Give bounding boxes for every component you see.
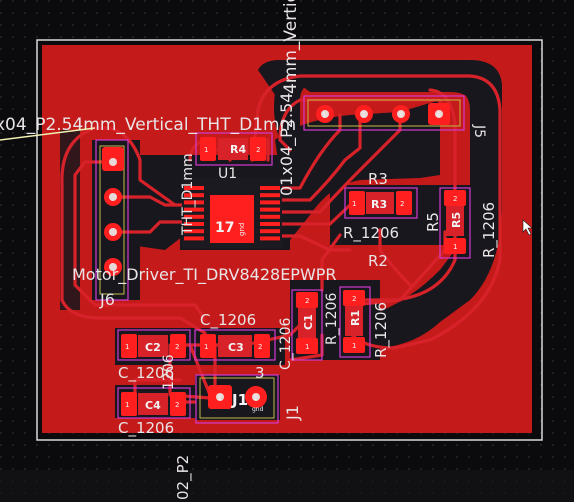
label-r5-value: R_1206 (480, 202, 499, 258)
svg-text:2: 2 (175, 343, 179, 351)
label-c1: C1 (302, 314, 315, 330)
label-r3-pad: R3 (371, 198, 387, 211)
label-c4: C4 (145, 399, 161, 412)
label-c1-value: C_1206 (278, 318, 294, 370)
svg-text:1: 1 (305, 343, 309, 351)
ic-pin[interactable] (184, 222, 204, 226)
label-c3-value-vertical: 1206 (161, 354, 177, 390)
label-c4-value: C_1206 (118, 419, 174, 438)
ic-pin[interactable] (260, 222, 280, 226)
fab-outlines (99, 99, 461, 419)
label-r5-pad: R5 (450, 212, 463, 228)
label-r3-value: R_1206 (343, 224, 399, 243)
label-motor-driver: Motor_Driver_TI_DRV8428EPWPR (72, 265, 337, 285)
ic-pin[interactable] (184, 186, 204, 190)
ic-pin[interactable] (184, 236, 204, 241)
label-conn-top-left: x04_P2.54mm_Vertical_THT_D1mm (0, 115, 296, 135)
connector-j1[interactable] (208, 385, 267, 409)
label-ic-pad: 17 (215, 220, 234, 236)
svg-text:1: 1 (204, 343, 208, 351)
label-ic-value: THT_D1mm (180, 153, 196, 236)
label-c2-value: C_1206 (118, 364, 174, 383)
label-j6: J6 (99, 290, 115, 309)
svg-text:3: 3 (398, 111, 402, 119)
label-conn-top-mid: 4mm_Vertical (281, 0, 301, 94)
label-r5: R5 (424, 212, 442, 232)
label-conn-side: 01x04_P2.54 (277, 93, 297, 196)
svg-text:1: 1 (352, 200, 356, 208)
label-j1-pad-net: gnd (252, 406, 264, 413)
ic-pin[interactable] (260, 229, 280, 234)
label-c3-value: C_1206 (200, 311, 256, 330)
label-j5: J5 (471, 124, 487, 138)
svg-text:1: 1 (217, 394, 221, 402)
connector-j5[interactable] (316, 103, 450, 125)
mouse-cursor-icon (522, 219, 533, 236)
bottom-shadow (0, 470, 574, 502)
label-ic-ref: U1 (218, 166, 237, 182)
label-c2: C2 (145, 341, 161, 354)
courtyard-outlines (95, 95, 471, 424)
svg-text:1: 1 (453, 243, 457, 251)
svg-text:2: 2 (453, 195, 457, 203)
label-r3: R3 (368, 170, 388, 188)
label-r1-pad: R1 (349, 310, 362, 326)
ic-pin[interactable] (184, 207, 204, 212)
label-r2: R2 (368, 252, 388, 270)
svg-text:2: 2 (352, 295, 356, 303)
svg-text:2: 2 (258, 343, 262, 351)
svg-text:1: 1 (352, 342, 356, 350)
ic-pin[interactable] (184, 193, 204, 198)
svg-text:2: 2 (256, 146, 260, 154)
ic-pin[interactable] (260, 214, 280, 219)
ic-pin[interactable] (260, 236, 280, 241)
ratsnest-line (0, 127, 96, 141)
ic-pin[interactable] (260, 200, 280, 205)
label-r4: R4 (230, 143, 246, 156)
svg-text:2: 2 (361, 111, 365, 119)
board-outline (36, 39, 543, 441)
svg-text:2: 2 (400, 200, 404, 208)
label-c1-side: R_1206 (324, 293, 340, 345)
ic-pin[interactable] (260, 193, 280, 198)
pad-numbers: 1 2 1 2 2 1 2 1 2 1 1 2 1 2 1 2 1 2 1 2 3 4 (125, 111, 457, 409)
ic-pin[interactable] (184, 229, 204, 234)
label-r1-value: R_1206 (372, 302, 391, 358)
passive-pads[interactable] (121, 137, 466, 416)
label-j1-pad: J1 (231, 391, 248, 409)
svg-text:4: 4 (436, 111, 441, 119)
ic-u1[interactable] (182, 178, 282, 248)
svg-text:1: 1 (125, 343, 129, 351)
label-ic-pad-net: gnd (238, 223, 246, 236)
ic-pin[interactable] (184, 200, 204, 205)
svg-text:1: 1 (204, 146, 208, 154)
connector-j6[interactable] (102, 147, 124, 276)
svg-text:2: 2 (305, 297, 309, 305)
svg-text:2: 2 (175, 401, 179, 409)
svg-text:2: 2 (253, 394, 257, 402)
ic-pin[interactable] (260, 207, 280, 212)
ic-pin[interactable] (260, 186, 280, 190)
label-c3-ref-num: 3 (255, 364, 265, 382)
svg-text:1: 1 (322, 111, 326, 119)
label-c3: C3 (228, 341, 244, 354)
ic-pin[interactable] (184, 214, 204, 219)
label-j1-value: 02_P2 (174, 455, 193, 500)
label-j1: J1 (283, 405, 302, 421)
ic-thermal-pad (210, 195, 254, 243)
svg-text:1: 1 (125, 401, 129, 409)
